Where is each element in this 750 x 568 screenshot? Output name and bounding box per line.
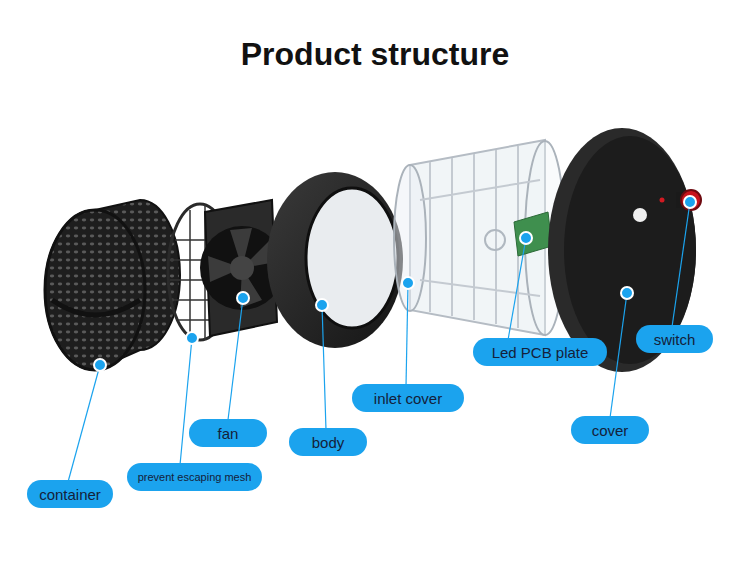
label-pill: switch bbox=[636, 325, 713, 353]
label-pill: inlet cover bbox=[352, 384, 464, 412]
part-name: container bbox=[39, 486, 101, 503]
callout-dot bbox=[621, 287, 633, 299]
part-name: switch bbox=[654, 331, 696, 348]
fan-hub bbox=[230, 256, 254, 280]
label-pill: body bbox=[289, 428, 367, 456]
container-basket bbox=[45, 200, 180, 370]
diagram-title: Product structure bbox=[0, 36, 750, 73]
callout-dot bbox=[684, 196, 696, 208]
leader-line bbox=[68, 365, 100, 482]
body-opening bbox=[306, 188, 398, 328]
leader-line bbox=[610, 293, 627, 418]
fan-blades bbox=[208, 228, 276, 308]
part-name: inlet cover bbox=[374, 390, 442, 407]
callout-dot bbox=[520, 232, 532, 244]
switch-knob bbox=[681, 190, 701, 210]
body-ring bbox=[267, 172, 403, 348]
inlet-hole bbox=[485, 230, 505, 250]
cover-hole bbox=[633, 208, 647, 222]
part-name: Led PCB plate bbox=[492, 344, 589, 361]
leader-line bbox=[322, 305, 326, 430]
part-name: fan bbox=[218, 425, 239, 442]
container-band bbox=[52, 300, 140, 315]
callout-dot bbox=[237, 292, 249, 304]
cover-edge bbox=[548, 128, 696, 372]
inlet-front-rim bbox=[394, 165, 426, 311]
part-name: body bbox=[312, 434, 345, 451]
callout-dot bbox=[402, 277, 414, 289]
label-pill: Led PCB plate bbox=[473, 338, 607, 366]
container-front bbox=[45, 210, 145, 370]
leader-line bbox=[672, 202, 690, 327]
callout-dot bbox=[94, 359, 106, 371]
callout-dot bbox=[316, 299, 328, 311]
callout-dots bbox=[94, 196, 696, 371]
cover-indicator bbox=[660, 198, 665, 203]
leader-line bbox=[508, 238, 526, 340]
pcb-board bbox=[514, 212, 552, 256]
label-pill: prevent escaping mesh bbox=[127, 463, 262, 491]
inlet-cage bbox=[410, 140, 545, 335]
leader-line bbox=[180, 338, 192, 465]
part-name: cover bbox=[592, 422, 629, 439]
label-pill: cover bbox=[571, 416, 649, 444]
leader-line bbox=[228, 298, 243, 420]
part-name: prevent escaping mesh bbox=[138, 471, 252, 483]
label-pill: container bbox=[27, 480, 113, 508]
leader-line bbox=[406, 283, 408, 386]
inlet-bars bbox=[420, 146, 540, 328]
callout-dot bbox=[186, 332, 198, 344]
label-pill: fan bbox=[189, 419, 267, 447]
leader-lines bbox=[68, 202, 690, 482]
